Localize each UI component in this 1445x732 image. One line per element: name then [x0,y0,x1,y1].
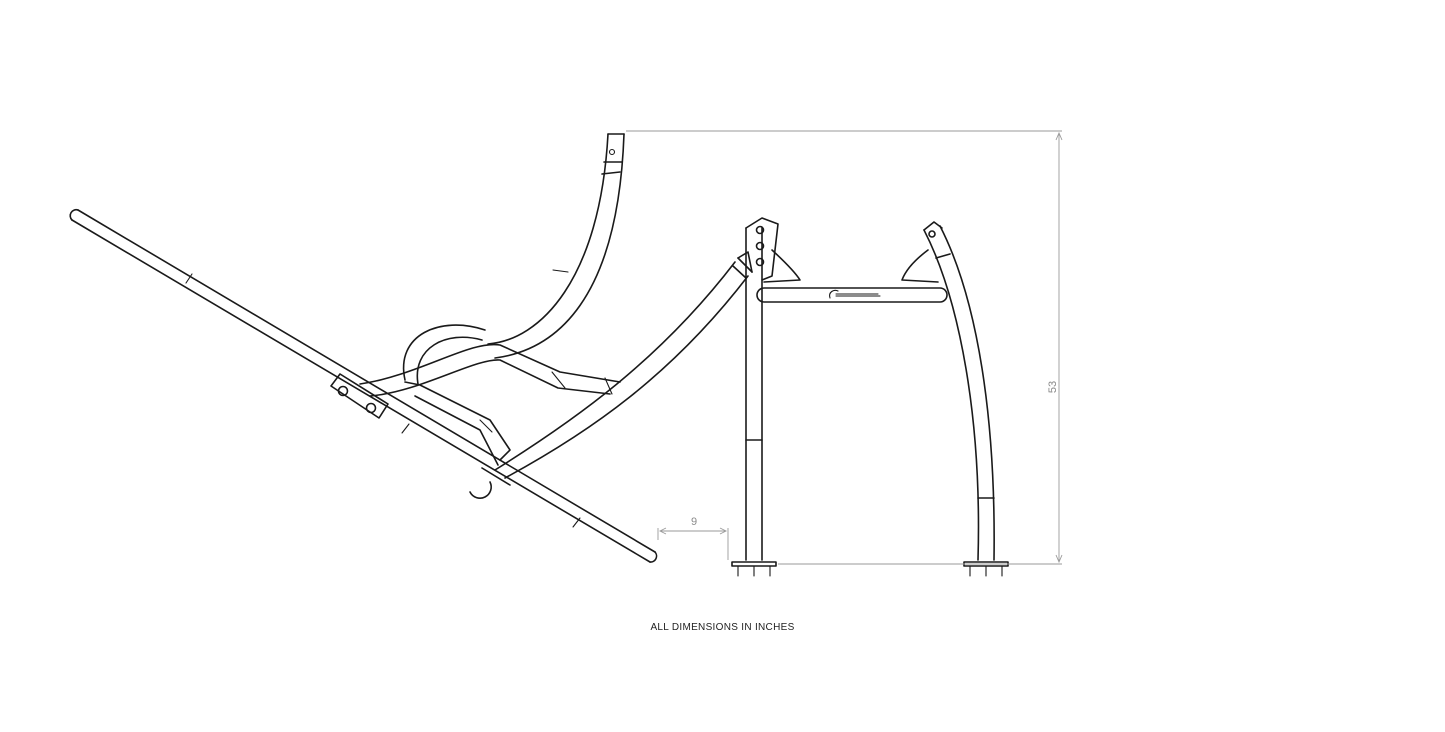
height-dimension-label: 53 [1047,381,1059,393]
front-left-foot [731,561,777,577]
front-view-tower [731,217,1009,577]
lower-clamp [469,467,511,499]
upper-clamp [330,373,389,419]
height-dimension: 53 [626,130,1063,565]
loop-handle [402,324,486,385]
curved-post-left-view [487,133,625,359]
dimensions-note: ALL DIMENSIONS IN INCHES [650,622,795,633]
cross-bars [359,343,621,466]
offset-dimension-label: 9 [691,516,697,528]
front-crossbar [756,287,948,303]
long-tube [69,208,658,563]
front-right-leg [901,221,995,561]
leaning-post-left-view [494,251,753,479]
offset-dimension: 9 [657,516,729,560]
front-right-foot [963,561,1009,577]
brand-logo [829,289,881,299]
front-left-leg [745,217,801,561]
side-view-tower [69,133,753,563]
